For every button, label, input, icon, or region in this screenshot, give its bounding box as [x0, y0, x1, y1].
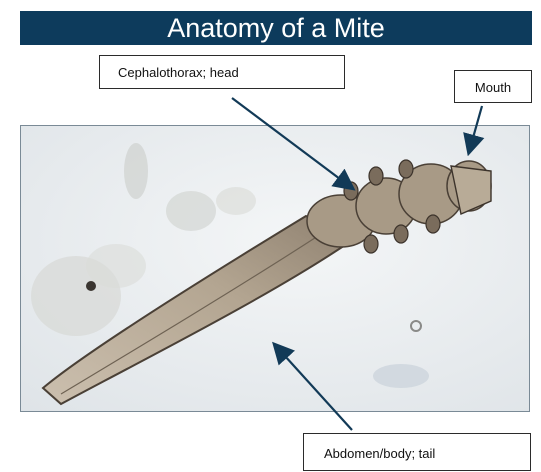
- label-cephalothorax: Cephalothorax; head: [99, 55, 345, 89]
- mite-illustration: [21, 126, 529, 411]
- label-abdomen: Abdomen/body; tail: [303, 433, 531, 471]
- label-mouth: Mouth: [454, 70, 532, 103]
- slide-title: Anatomy of a Mite: [20, 11, 532, 45]
- micrograph-photo: [20, 125, 530, 412]
